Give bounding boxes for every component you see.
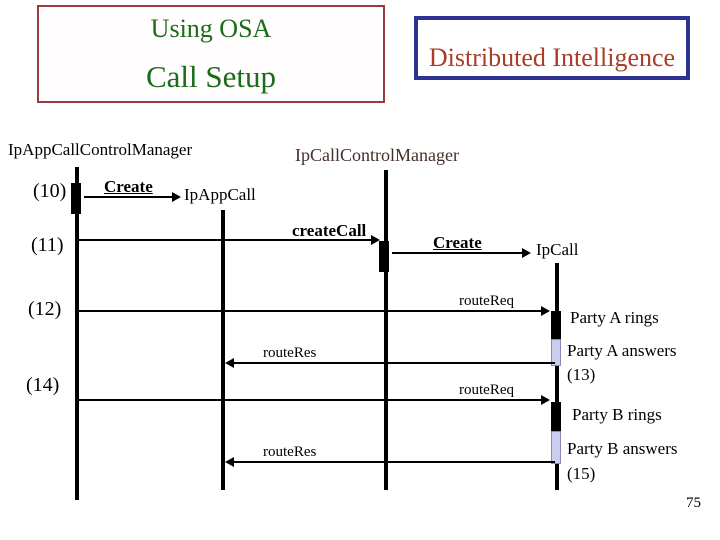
message-arrow-create-ipappcall — [84, 196, 172, 198]
arrowhead-create-ipappcall — [172, 192, 181, 202]
arrowhead-routeres-a — [225, 358, 234, 368]
activation-bar-ipcall-ring-b — [551, 402, 561, 431]
message-label-routereq-b: routeReq — [459, 382, 514, 398]
lifeline-ipappcallcontrolmanager — [75, 167, 79, 500]
message-label-routeres-a: routeRes — [263, 345, 317, 361]
note-party-a-answers: Party A answers — [567, 341, 677, 360]
lifeline-ipcallcontrolmanager — [384, 170, 388, 490]
lifeline-header-ipappcallcontrolmanager: IpAppCallControlManager — [8, 140, 193, 159]
arrowhead-routeres-b — [225, 457, 234, 467]
message-label-routeres-b: routeRes — [263, 444, 317, 460]
object-label-ipcall: IpCall — [536, 240, 579, 259]
message-arrow-routereq-b — [79, 399, 541, 401]
object-label-ipappcall: IpAppCall — [184, 185, 256, 204]
message-label-create-2: Create — [433, 233, 482, 252]
message-label-routereq-a: routeReq — [459, 293, 514, 309]
distributed-intelligence-label: Distributed Intelligence — [428, 43, 676, 72]
step-label-10: (10) — [33, 180, 67, 202]
message-arrow-routereq-a — [79, 310, 541, 312]
activation-bar-callmanager — [379, 241, 389, 272]
step-label-11: (11) — [31, 234, 64, 256]
note-step-15: (15) — [567, 464, 596, 483]
answer-bar-party-b — [551, 431, 561, 464]
note-party-a-rings: Party A rings — [570, 308, 659, 327]
note-step-13: (13) — [567, 365, 596, 384]
message-arrow-create-ipcall — [392, 252, 522, 254]
arrowhead-createcall — [371, 235, 380, 245]
message-arrow-createcall — [79, 239, 371, 241]
lifeline-ipappcall — [221, 210, 225, 490]
lifeline-ipcall — [555, 263, 559, 490]
step-label-12: (12) — [28, 298, 62, 320]
slide-title-line1: Using OSA — [150, 14, 272, 43]
distributed-intelligence-box: Distributed Intelligence — [414, 16, 690, 80]
message-arrow-routeres-a — [234, 362, 555, 364]
note-party-b-rings: Party B rings — [572, 405, 662, 424]
message-label-create-1: Create — [104, 177, 153, 196]
lifeline-header-ipcallcontrolmanager: IpCallControlManager — [295, 145, 459, 165]
arrowhead-create-ipcall — [522, 248, 531, 258]
note-party-b-answers: Party B answers — [567, 439, 678, 458]
step-label-14: (14) — [26, 374, 60, 396]
message-label-createcall: createCall — [292, 221, 367, 240]
activation-bar-appmanager — [71, 183, 81, 214]
page-number: 75 — [686, 495, 701, 511]
slide-title-line2: Call Setup — [145, 59, 277, 94]
message-arrow-routeres-b — [234, 461, 555, 463]
arrowhead-routereq-a — [541, 306, 550, 316]
answer-bar-party-a — [551, 339, 561, 366]
activation-bar-ipcall-ring-a — [551, 311, 561, 339]
title-box: Using OSA Call Setup — [37, 5, 385, 103]
arrowhead-routereq-b — [541, 395, 550, 405]
